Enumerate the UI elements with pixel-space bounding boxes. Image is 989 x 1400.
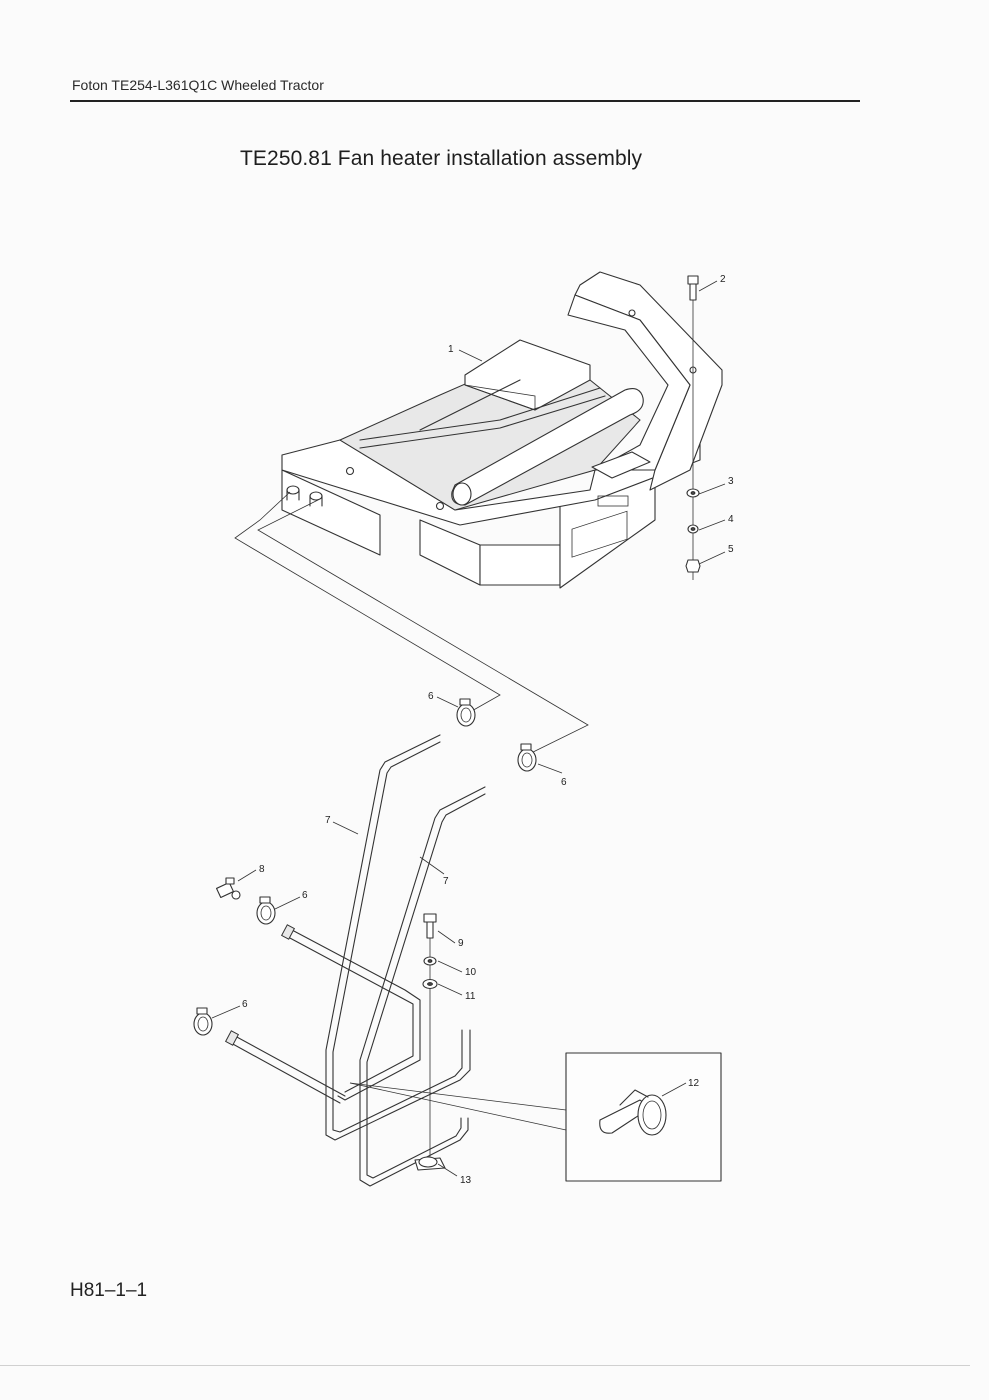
callout-9: 9 — [458, 938, 464, 949]
leader-lines — [211, 280, 726, 1177]
callout-3: 3 — [728, 476, 734, 487]
page-title: TE250.81 Fan heater installation assembl… — [240, 147, 643, 170]
routing-lines — [234, 491, 589, 756]
callout-12: 12 — [688, 1078, 700, 1089]
callout-7-left: 7 — [325, 815, 331, 826]
callout-1: 1 — [448, 344, 454, 355]
callout-7-right: 7 — [443, 876, 449, 887]
callout-6-right: 6 — [561, 777, 567, 788]
water-pipes — [224, 734, 486, 1187]
detail-inset — [349, 1052, 722, 1182]
fan-heater-housing — [281, 271, 723, 589]
bolt-stack-center — [414, 913, 446, 1171]
bolt-stack-right — [685, 275, 701, 580]
drain-valve — [215, 877, 241, 900]
callout-2: 2 — [720, 274, 726, 285]
callout-6-mid: 6 — [302, 890, 308, 901]
callout-5: 5 — [728, 544, 734, 555]
callout-labels: 1 2 3 4 5 6 6 6 6 7 7 8 9 10 11 12 13 — [242, 274, 734, 1186]
callout-6-top: 6 — [428, 691, 434, 702]
bottom-rule — [0, 1365, 970, 1366]
callout-11: 11 — [465, 991, 476, 1002]
callout-8: 8 — [259, 864, 265, 875]
document-header: Foton TE254-L361Q1C Wheeled Tractor — [72, 77, 324, 93]
callout-4: 4 — [728, 514, 734, 525]
callout-13: 13 — [460, 1175, 472, 1186]
callout-10: 10 — [465, 967, 477, 978]
hose-clamps — [193, 698, 537, 1036]
callout-6-bottom: 6 — [242, 999, 248, 1010]
header-rule — [70, 100, 860, 102]
page-code: H81–1–1 — [70, 1280, 148, 1301]
